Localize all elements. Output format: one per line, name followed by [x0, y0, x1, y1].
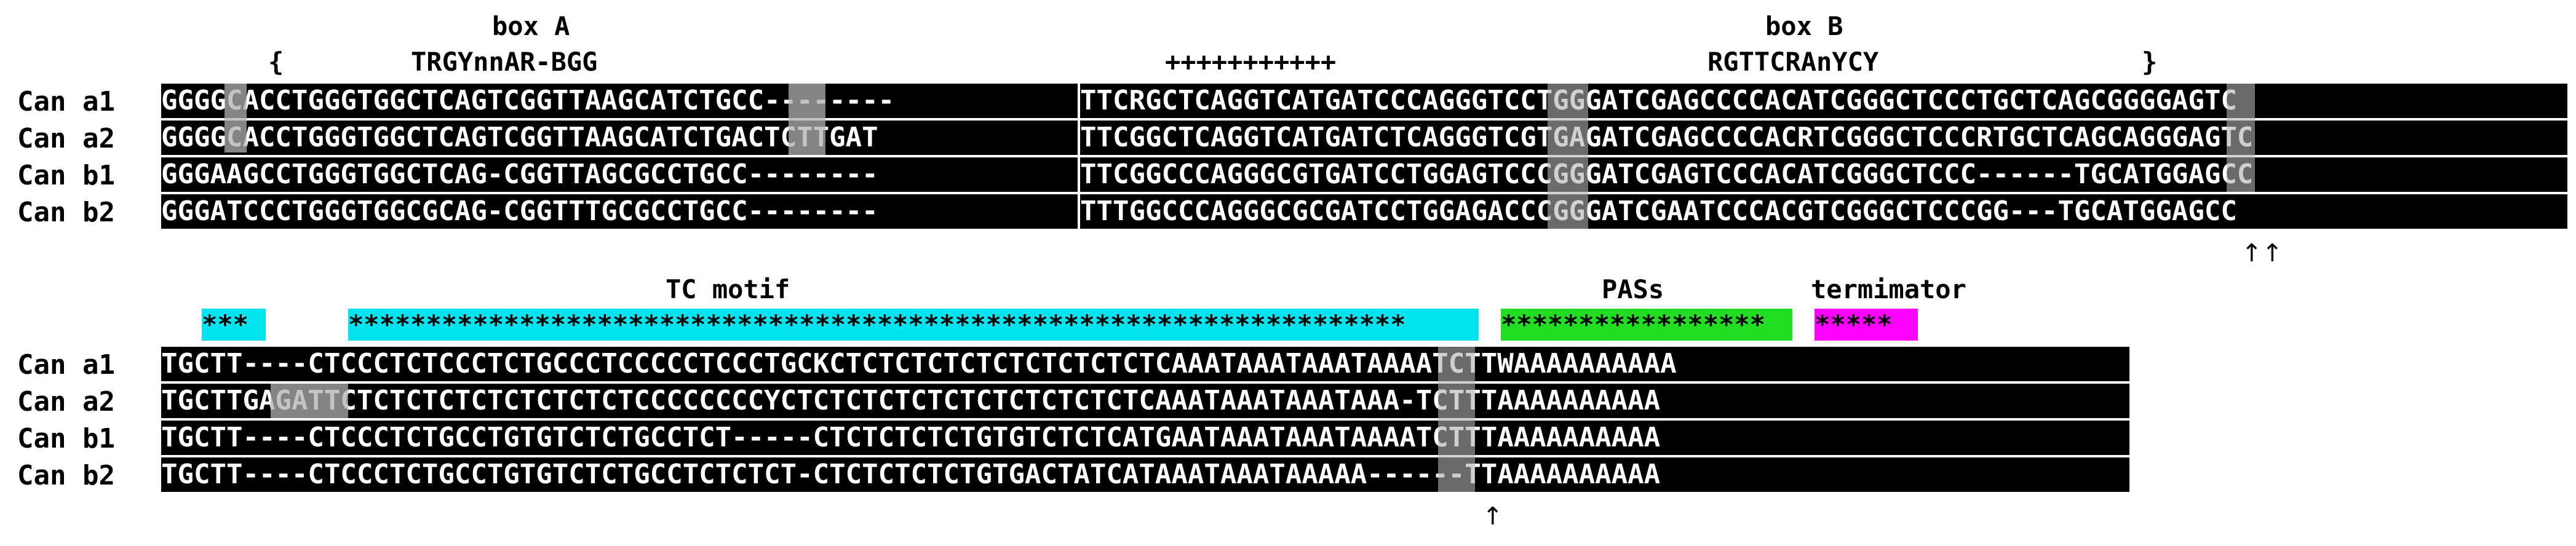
pas-band: *****************	[1501, 309, 1792, 341]
box-b-label: box B	[1765, 11, 1843, 41]
gray-column	[1548, 84, 1588, 229]
row-label-a1-b2: Can a1	[17, 349, 115, 381]
arrow-mark-block2: ↑	[1482, 502, 1503, 531]
row-label-a2-b2: Can a2	[17, 386, 115, 417]
box-a-consensus: TRGYnnAR-BGG	[411, 47, 598, 77]
tc-motif-band: ****************************************…	[348, 309, 1479, 341]
tc-motif-label: TC motif	[666, 274, 790, 304]
row-label-b2-b2: Can b2	[17, 460, 115, 491]
seq-a2-right: TTCGGCTCAGGTCATGATCTCAGGGTCGTGAGATCGAGCC…	[1080, 121, 2567, 155]
terminator-band: *****	[1815, 309, 1918, 341]
box-a-label: box A	[492, 11, 570, 41]
gray-column	[1438, 347, 1475, 492]
seq2-a1: TGCTT----CTCCCTCTCCCTCTGCCCTCCCCCTCCCTGC…	[161, 347, 2129, 381]
brace-open: {	[268, 47, 284, 77]
seq-b1-right: TTCGGCCCAGGGCGTGATCCTGGAGTCCCGGGATCGAGTC…	[1080, 157, 2567, 192]
stars-short-band: ***	[202, 309, 266, 341]
arrow-marks-block1: ↑↑	[2241, 239, 2283, 267]
seq-b2-left: GGGATCCCTGGGTGGCGCAG-CGGTTTGCGCCTGCC----…	[161, 194, 1078, 229]
seq-a1-left: GGGGCACCTGGGTGGCTCAGTCGGTTAAGCATCTGCC---…	[161, 84, 1078, 118]
row-label-b1: Can b1	[17, 160, 115, 191]
seq2-a2: TGCTTGAGATTCTCTCTCTCTCTCTCTCTCCCCCCCCYCT…	[161, 384, 2129, 418]
seq-b1-left: GGGAAGCCTGGGTGGCTCAG-CGGTTAGCGCCTGCC----…	[161, 157, 1078, 192]
gray-column	[2227, 84, 2255, 192]
seq-a2-left: GGGGCACCTGGGTGGCTCAGTCGGTTAAGCATCTGACTCT…	[161, 121, 1078, 155]
box-b-consensus: RGTTCRAnYCY	[1707, 47, 1879, 77]
seq-b2-right: TTTGGCCCAGGGCGCGATCCTGGAGACCCGGGATCGAATC…	[1080, 194, 2567, 229]
seq-a1-right: TTCRGCTCAGGTCATGATCCCAGGGTCCTGGGATCGAGCC…	[1080, 84, 2567, 118]
pass-label: PASs	[1602, 274, 1664, 304]
seq2-b2: TGCTT----CTCCCTCTGCCTGTGTCTCTGCCTCTCTCT-…	[161, 457, 2129, 492]
seq2-b1: TGCTT----CTCCCTCTGCCTGTGTCTCTGCCTCT-----…	[161, 421, 2129, 455]
row-label-b2: Can b2	[17, 197, 115, 228]
brace-close: }	[2142, 47, 2158, 77]
terminator-label: termimator	[1811, 274, 1966, 304]
gray-column	[789, 84, 825, 155]
plus-marks: +++++++++++	[1165, 47, 1337, 77]
gray-column	[271, 384, 348, 418]
gray-column	[225, 84, 247, 152]
row-label-b1-b2: Can b1	[17, 423, 115, 454]
row-label-a2: Can a2	[17, 123, 115, 154]
row-label-a1: Can a1	[17, 86, 115, 117]
